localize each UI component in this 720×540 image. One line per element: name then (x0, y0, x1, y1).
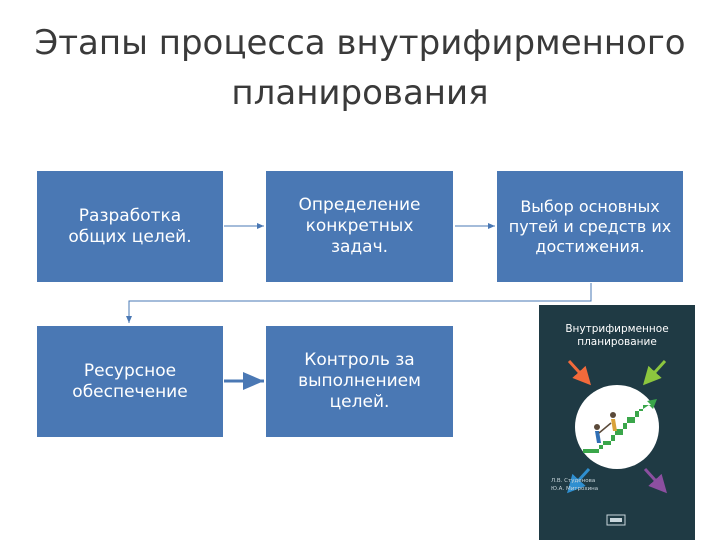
step-resource-provision-label: Ресурсное обеспечение (72, 360, 188, 402)
step-develop-general-goals-label: Разработка общих целей. (68, 205, 192, 247)
book-blue-arrow-icon (566, 467, 591, 494)
book-cover-title-line-1: Внутрифирменное (565, 323, 669, 335)
book-cover-title-line-2: планирование (577, 336, 657, 348)
slide-title: Этапы процесса внутрифирменного планиров… (0, 18, 720, 118)
book-cover-author-1: Л.В. Студенова (551, 478, 596, 484)
step-control-of-goals: Контроль за выполнением целей. (266, 326, 453, 437)
book-cover-author-2: Ю.А. Митрохина (551, 486, 599, 492)
step-develop-general-goals: Разработка общих целей. (37, 171, 223, 282)
step-define-specific-tasks-label: Определение конкретных задач. (298, 195, 421, 257)
book-cover-image: Внутрифирменное планирование Л.В. Студен… (539, 305, 695, 540)
step-choose-ways-and-means: Выбор основных путей и средств их достиж… (497, 171, 683, 282)
book-cover-authors: Л.В. Студенова Ю.А. Митрохина (551, 477, 661, 493)
slide-title-line-1: Этапы процесса внутрифирменного (34, 23, 686, 63)
book-center-circle (575, 385, 659, 469)
book-green-arrow-icon (642, 359, 667, 386)
book-cover-artwork (566, 359, 668, 494)
step-resource-provision: Ресурсное обеспечение (37, 326, 223, 437)
step-choose-ways-and-means-label: Выбор основных путей и средств их достиж… (508, 196, 672, 256)
book-cover-title: Внутрифирменное планирование (547, 323, 687, 349)
step-control-of-goals-label: Контроль за выполнением целей. (298, 350, 421, 412)
publisher-logo-icon (606, 514, 626, 526)
slide-title-line-2: планирования (231, 73, 489, 113)
book-orange-arrow-icon (567, 359, 592, 386)
climbing-people-arrow-icon (583, 399, 657, 453)
book-purple-arrow-icon (643, 467, 668, 494)
arrow-step3-to-step4 (126, 283, 592, 323)
book-publisher-logo-layer (606, 514, 626, 526)
step-define-specific-tasks: Определение конкретных задач. (266, 171, 453, 282)
